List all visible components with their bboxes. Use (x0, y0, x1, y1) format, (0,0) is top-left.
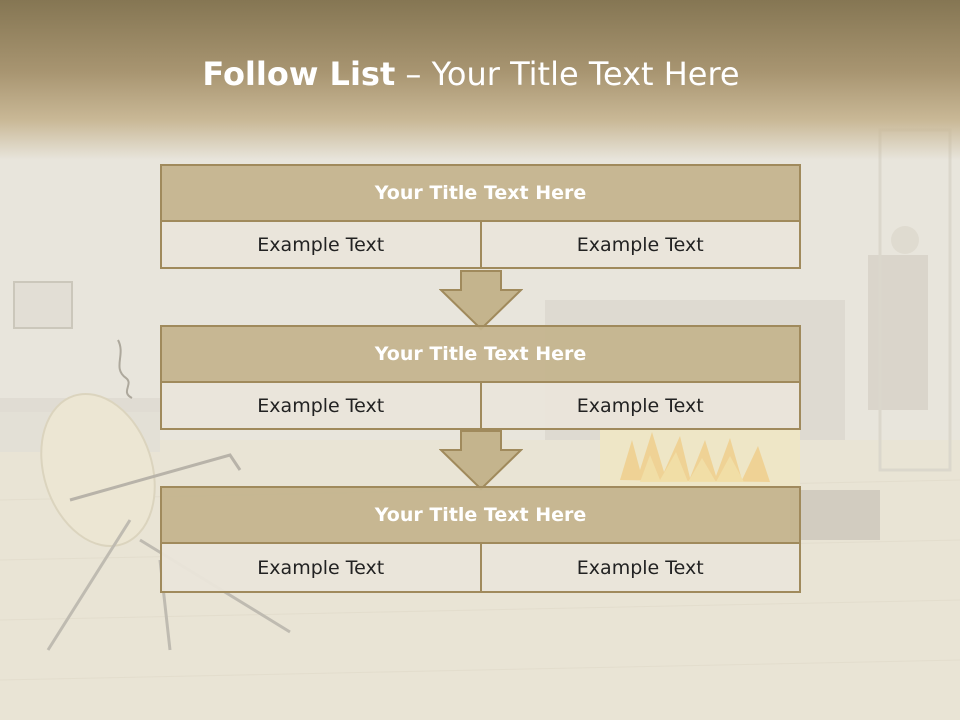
block-cell-right: Example Text (479, 220, 801, 269)
slide-title: Follow List – Your Title Text Here (0, 55, 942, 93)
list-block-2: Your Title Text Here Example Text Exampl… (160, 325, 801, 430)
slide-title-bold: Follow List (202, 55, 396, 93)
title-band (0, 0, 960, 160)
down-arrow-icon (439, 430, 523, 491)
list-block-1: Your Title Text Here Example Text Exampl… (160, 164, 801, 269)
down-arrow-icon (439, 270, 523, 331)
block-cell-left: Example Text (160, 220, 482, 269)
list-block-3: Your Title Text Here Example Text Exampl… (160, 486, 801, 593)
block-row: Example Text Example Text (160, 381, 801, 430)
block-title: Your Title Text Here (160, 164, 801, 222)
block-cell-right: Example Text (479, 381, 801, 430)
slide-title-rest: – Your Title Text Here (395, 55, 740, 93)
block-title: Your Title Text Here (160, 325, 801, 383)
block-title: Your Title Text Here (160, 486, 801, 544)
block-cell-left: Example Text (160, 381, 482, 430)
block-row: Example Text Example Text (160, 220, 801, 269)
block-cell-left: Example Text (160, 542, 482, 593)
block-cell-right: Example Text (479, 542, 801, 593)
block-row: Example Text Example Text (160, 542, 801, 593)
